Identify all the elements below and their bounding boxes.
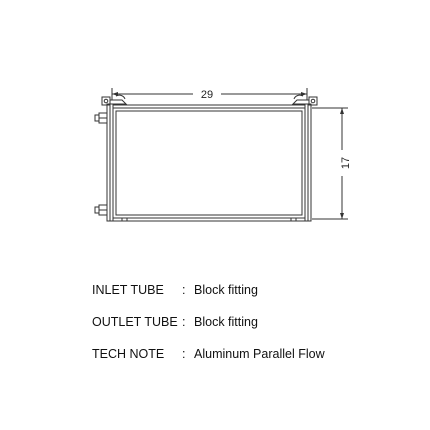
condenser-drawing: 29 17	[94, 88, 352, 222]
width-dimension-label: 29	[201, 89, 213, 101]
spec-value: Aluminum Parallel Flow	[194, 347, 325, 361]
outlet-fitting	[94, 204, 108, 216]
top-left-bracket	[101, 94, 128, 106]
spec-list: INLET TUBE : Block fitting OUTLET TUBE :…	[92, 283, 412, 379]
spec-label: OUTLET TUBE	[92, 315, 178, 329]
spec-row-inlet: INLET TUBE : Block fitting	[92, 283, 412, 300]
spec-colon: :	[182, 315, 186, 329]
spec-row-tech-note: TECH NOTE : Aluminum Parallel Flow	[92, 347, 412, 364]
left-header-tank	[106, 103, 114, 222]
spec-colon: :	[182, 283, 186, 297]
right-header-tank	[304, 103, 312, 222]
condenser-core	[112, 104, 306, 222]
spec-label: INLET TUBE	[92, 283, 164, 297]
spec-row-outlet: OUTLET TUBE : Block fitting	[92, 315, 412, 332]
inlet-fitting	[94, 112, 108, 124]
height-dimension-label: 17	[340, 157, 352, 169]
spec-label: TECH NOTE	[92, 347, 165, 361]
spec-colon: :	[182, 347, 186, 361]
spec-value: Block fitting	[194, 283, 258, 297]
spec-value: Block fitting	[194, 315, 258, 329]
top-right-bracket	[291, 94, 318, 106]
